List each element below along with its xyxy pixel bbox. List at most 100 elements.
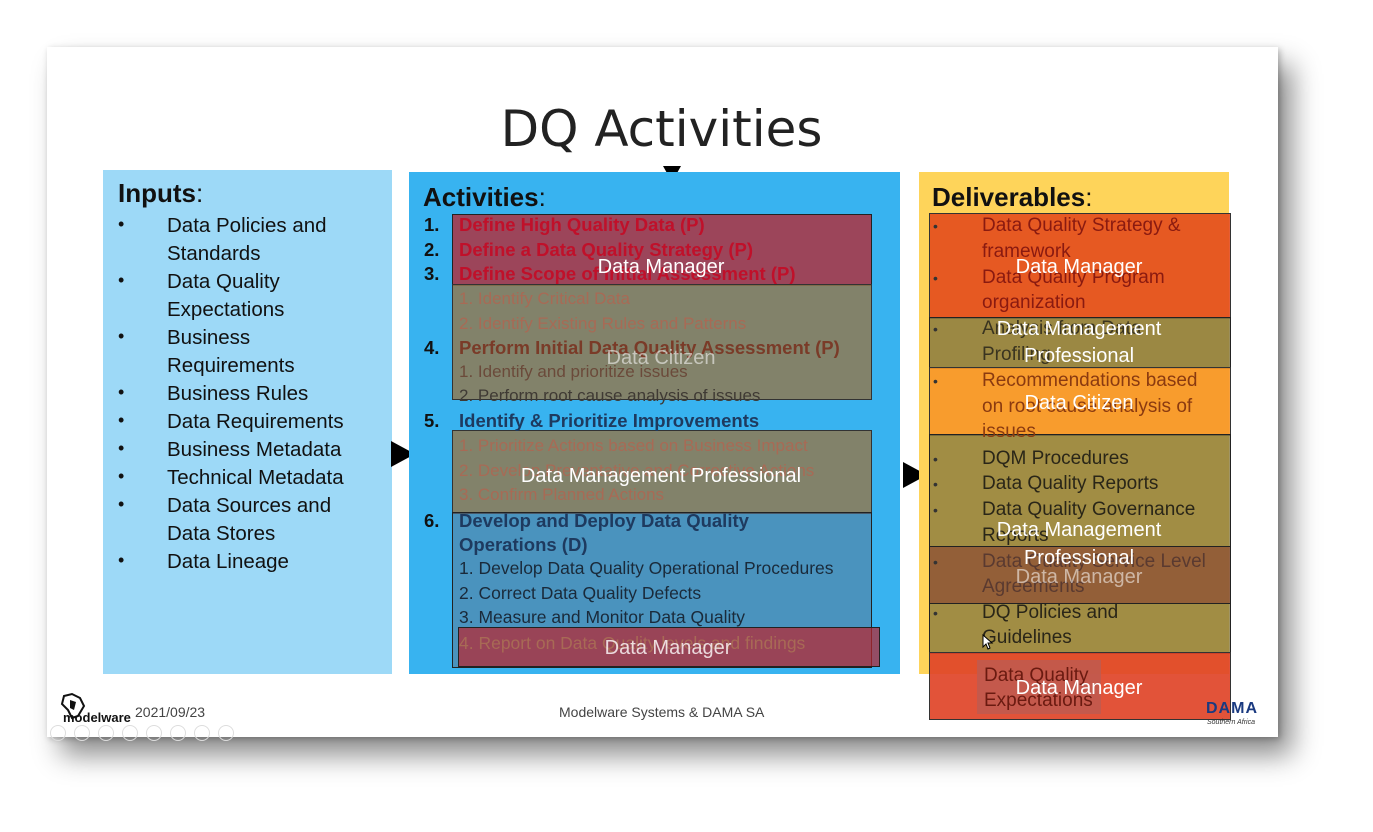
overlay-data-management-professional xyxy=(452,430,872,514)
overlay-label: Professional xyxy=(1023,345,1135,367)
deliverable-7-line2: Reports xyxy=(982,525,1049,546)
deliverable-1-line1: Data Quality Strategy & xyxy=(982,215,1181,236)
footer-center-text: Modelware Systems & DAMA SA xyxy=(559,704,765,720)
input-item: Data Requirements xyxy=(167,410,344,433)
footer-date: 2021/09/23 xyxy=(135,704,206,720)
activity-2: Define a Data Quality Strategy (P) xyxy=(459,239,754,260)
bullet-icon: • xyxy=(118,270,125,290)
activity-6-1: 1. Develop Data Quality Operational Proc… xyxy=(459,558,834,578)
deliverable-4-line1: Recommendations based xyxy=(982,370,1198,391)
activity-4-2: 2. Perform root cause analysis of issues xyxy=(459,386,761,405)
toolbar-button-icon[interactable] xyxy=(170,725,186,741)
slide-title: DQ Activities xyxy=(500,100,823,158)
activity-number: 3. xyxy=(424,263,440,284)
overlay-data-manager-bottom xyxy=(458,627,880,667)
overlay-label: Data Manager xyxy=(1015,566,1143,588)
deliverable-4-line3: issues xyxy=(982,421,1036,442)
overlay-label: Data Management xyxy=(996,318,1162,340)
deliverable-5: DQM Procedures xyxy=(982,448,1129,469)
activity-6-3: 3. Measure and Monitor Data Quality xyxy=(459,607,745,627)
bullet-icon: • xyxy=(933,554,938,570)
deliverable-9-line2: Guidelines xyxy=(982,627,1072,648)
overlay-data-manager-inner xyxy=(977,660,1101,714)
bullet-icon: • xyxy=(118,466,125,486)
activity-number: 2. xyxy=(424,239,440,260)
deliverable-8-line1: Data Quality Service Level xyxy=(982,551,1206,572)
input-item: Standards xyxy=(167,242,261,265)
bullet-icon: • xyxy=(933,270,938,286)
activity-number: 4. xyxy=(424,337,440,358)
deliverable-6: Data Quality Reports xyxy=(982,473,1159,494)
input-item: Data Stores xyxy=(167,522,276,545)
overlay-data-manager xyxy=(929,546,1231,604)
bullet-icon: • xyxy=(933,451,938,467)
input-item: Data Sources and xyxy=(167,494,332,517)
deliverable-1-line2: framework xyxy=(982,241,1071,262)
toolbar-button-icon[interactable] xyxy=(146,725,162,741)
deliverable-2-line2: organization xyxy=(982,292,1086,313)
overlay-label: Data Citizen xyxy=(1024,392,1134,414)
bullet-icon: • xyxy=(118,410,125,430)
toolbar-button-icon[interactable] xyxy=(50,725,66,741)
bullet-icon: • xyxy=(933,605,938,621)
bullet-icon: • xyxy=(933,502,938,518)
bullet-icon: • xyxy=(933,373,938,389)
overlay-label: Professional xyxy=(1023,547,1135,569)
deliverable-9-line1: DQ Policies and xyxy=(982,602,1119,623)
overlay-label: Data Manager xyxy=(604,637,732,659)
deliverables-heading: Deliverables: xyxy=(932,182,1093,212)
bullet-icon: • xyxy=(118,326,125,346)
bullet-icon: • xyxy=(118,438,125,458)
activity-6-line1: Develop and Deploy Data Quality xyxy=(459,510,749,531)
toolbar-button-icon[interactable] xyxy=(98,725,114,741)
modelware-logo-icon xyxy=(60,692,86,720)
deliverable-4-line2: on root cause analysis of xyxy=(982,396,1193,417)
deliverable-7-line1: Data Quality Governance xyxy=(982,499,1196,520)
inputs-panel xyxy=(103,170,392,674)
bullet-icon: • xyxy=(118,214,125,234)
deliverable-3-line2: Profiling xyxy=(982,344,1051,365)
modelware-logo-text: modelware xyxy=(63,710,131,725)
inputs-heading: Inputs: xyxy=(118,178,204,208)
toolbar-button-icon[interactable] xyxy=(122,725,138,741)
activities-heading: Activities: xyxy=(423,182,546,212)
activity-5: Identify & Prioritize Improvements xyxy=(459,410,760,431)
input-item: Expectations xyxy=(167,298,285,321)
input-item: Requirements xyxy=(167,354,295,377)
activity-5-1: 1. Prioritize Actions based on Business … xyxy=(459,436,808,455)
activity-4-1: 1. Identify and prioritize issues xyxy=(459,362,688,381)
activity-6-2: 2. Correct Data Quality Defects xyxy=(459,583,702,603)
bullet-icon: • xyxy=(933,476,938,492)
bullet-icon: • xyxy=(118,494,125,514)
activity-3-1: 1. Identify Critical Data xyxy=(459,289,631,308)
overlay-data-management-professional xyxy=(929,434,1231,654)
overlay-label: Data Manager xyxy=(1015,677,1143,699)
activity-1: Define High Quality Data (P) xyxy=(459,214,705,235)
toolbar-button-icon[interactable] xyxy=(74,725,90,741)
input-item: Business xyxy=(167,326,251,349)
deliverable-10-line1: Data Quality xyxy=(984,665,1089,686)
dama-logo: DAMA xyxy=(1206,700,1258,717)
activity-3-2: 2. Identify Existing Rules and Patterns xyxy=(459,314,747,333)
toolbar-button-icon[interactable] xyxy=(218,725,234,741)
overlay-data-manager xyxy=(929,213,1231,319)
overlay-label: Data Management Professional xyxy=(520,465,802,487)
activity-number: 1. xyxy=(424,214,440,235)
input-item: Data Quality xyxy=(167,270,280,293)
overlay-label: Data Management xyxy=(996,519,1162,541)
bullet-icon: • xyxy=(118,550,125,570)
deliverable-2-line1: Data Quality Program xyxy=(982,267,1165,288)
activity-6-4: 4. Report on Data Quality levels and fin… xyxy=(459,633,806,653)
input-item: Technical Metadata xyxy=(167,466,344,489)
dama-logo-subtitle: Southern Africa xyxy=(1207,719,1255,726)
deliverable-10-line2: Expectations xyxy=(984,690,1093,711)
activity-5-3: 3. Confirm Planned Actions xyxy=(459,485,665,504)
activity-5-2: 2. Develop Preventative and Corrective A… xyxy=(459,461,815,480)
deliverable-8-line2: Agreements xyxy=(982,576,1085,597)
activity-number: 6. xyxy=(424,510,440,531)
overlay-label: Data Citizen xyxy=(606,347,716,369)
bullet-icon: • xyxy=(933,218,938,234)
toolbar-button-icon[interactable] xyxy=(194,725,210,741)
bullet-icon: • xyxy=(118,382,125,402)
input-item: Data Policies and xyxy=(167,214,327,237)
